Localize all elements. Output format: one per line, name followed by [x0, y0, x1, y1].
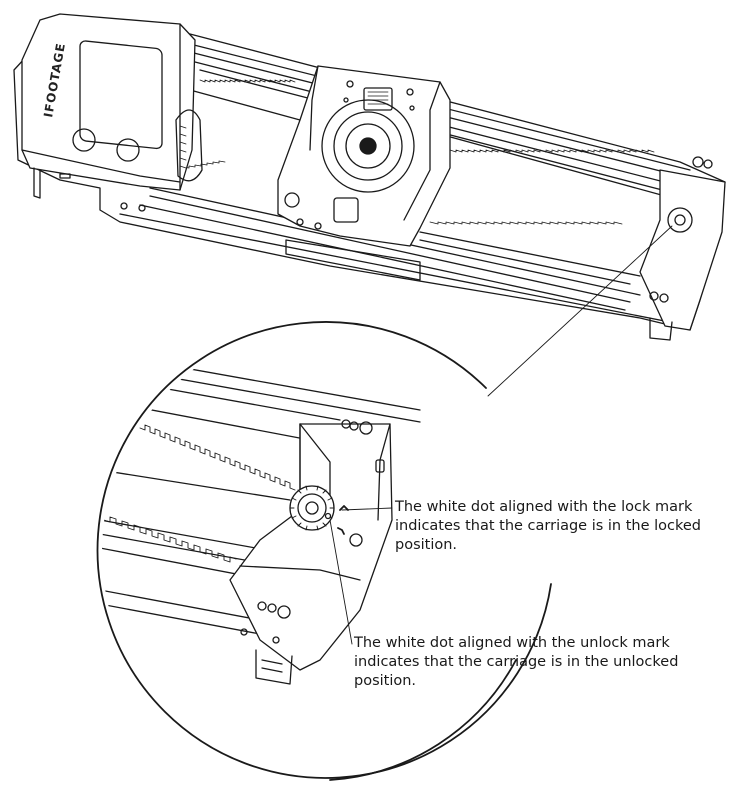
display-screen	[79, 40, 163, 150]
unlock-mark-icon	[337, 527, 345, 535]
motor-head	[21, 13, 196, 191]
power-button[interactable]	[72, 128, 96, 152]
unlock-pointer-line	[329, 519, 353, 645]
magnified-view	[96, 321, 552, 781]
lock-pointer-line	[341, 507, 393, 511]
mount-screw	[359, 137, 377, 155]
magnifier-circle	[96, 321, 552, 779]
lock-knob[interactable]	[289, 485, 335, 531]
rack-teeth-upper	[139, 424, 296, 491]
unlock-callout-text: The white dot aligned with the unlock ma…	[354, 635, 679, 689]
drive-gear	[175, 109, 203, 182]
end-cap	[639, 169, 726, 331]
zoom-leader-line	[487, 225, 673, 397]
slider-overview: IFOOTAGE	[13, 13, 726, 341]
belt-teeth-upper	[199, 79, 296, 83]
end-cap-knob[interactable]	[667, 207, 693, 233]
carriage	[277, 65, 451, 247]
rack-teeth-lower	[103, 516, 237, 563]
lock-callout-text: The white dot aligned with the lock mark…	[395, 499, 702, 553]
mode-button[interactable]	[116, 138, 140, 162]
carriage-vent	[363, 87, 393, 111]
carriage-lock-tab[interactable]	[333, 197, 359, 223]
end-cap-magnified	[229, 423, 393, 671]
white-dot-indicator	[324, 512, 332, 520]
lock-mark-icon	[339, 505, 349, 511]
